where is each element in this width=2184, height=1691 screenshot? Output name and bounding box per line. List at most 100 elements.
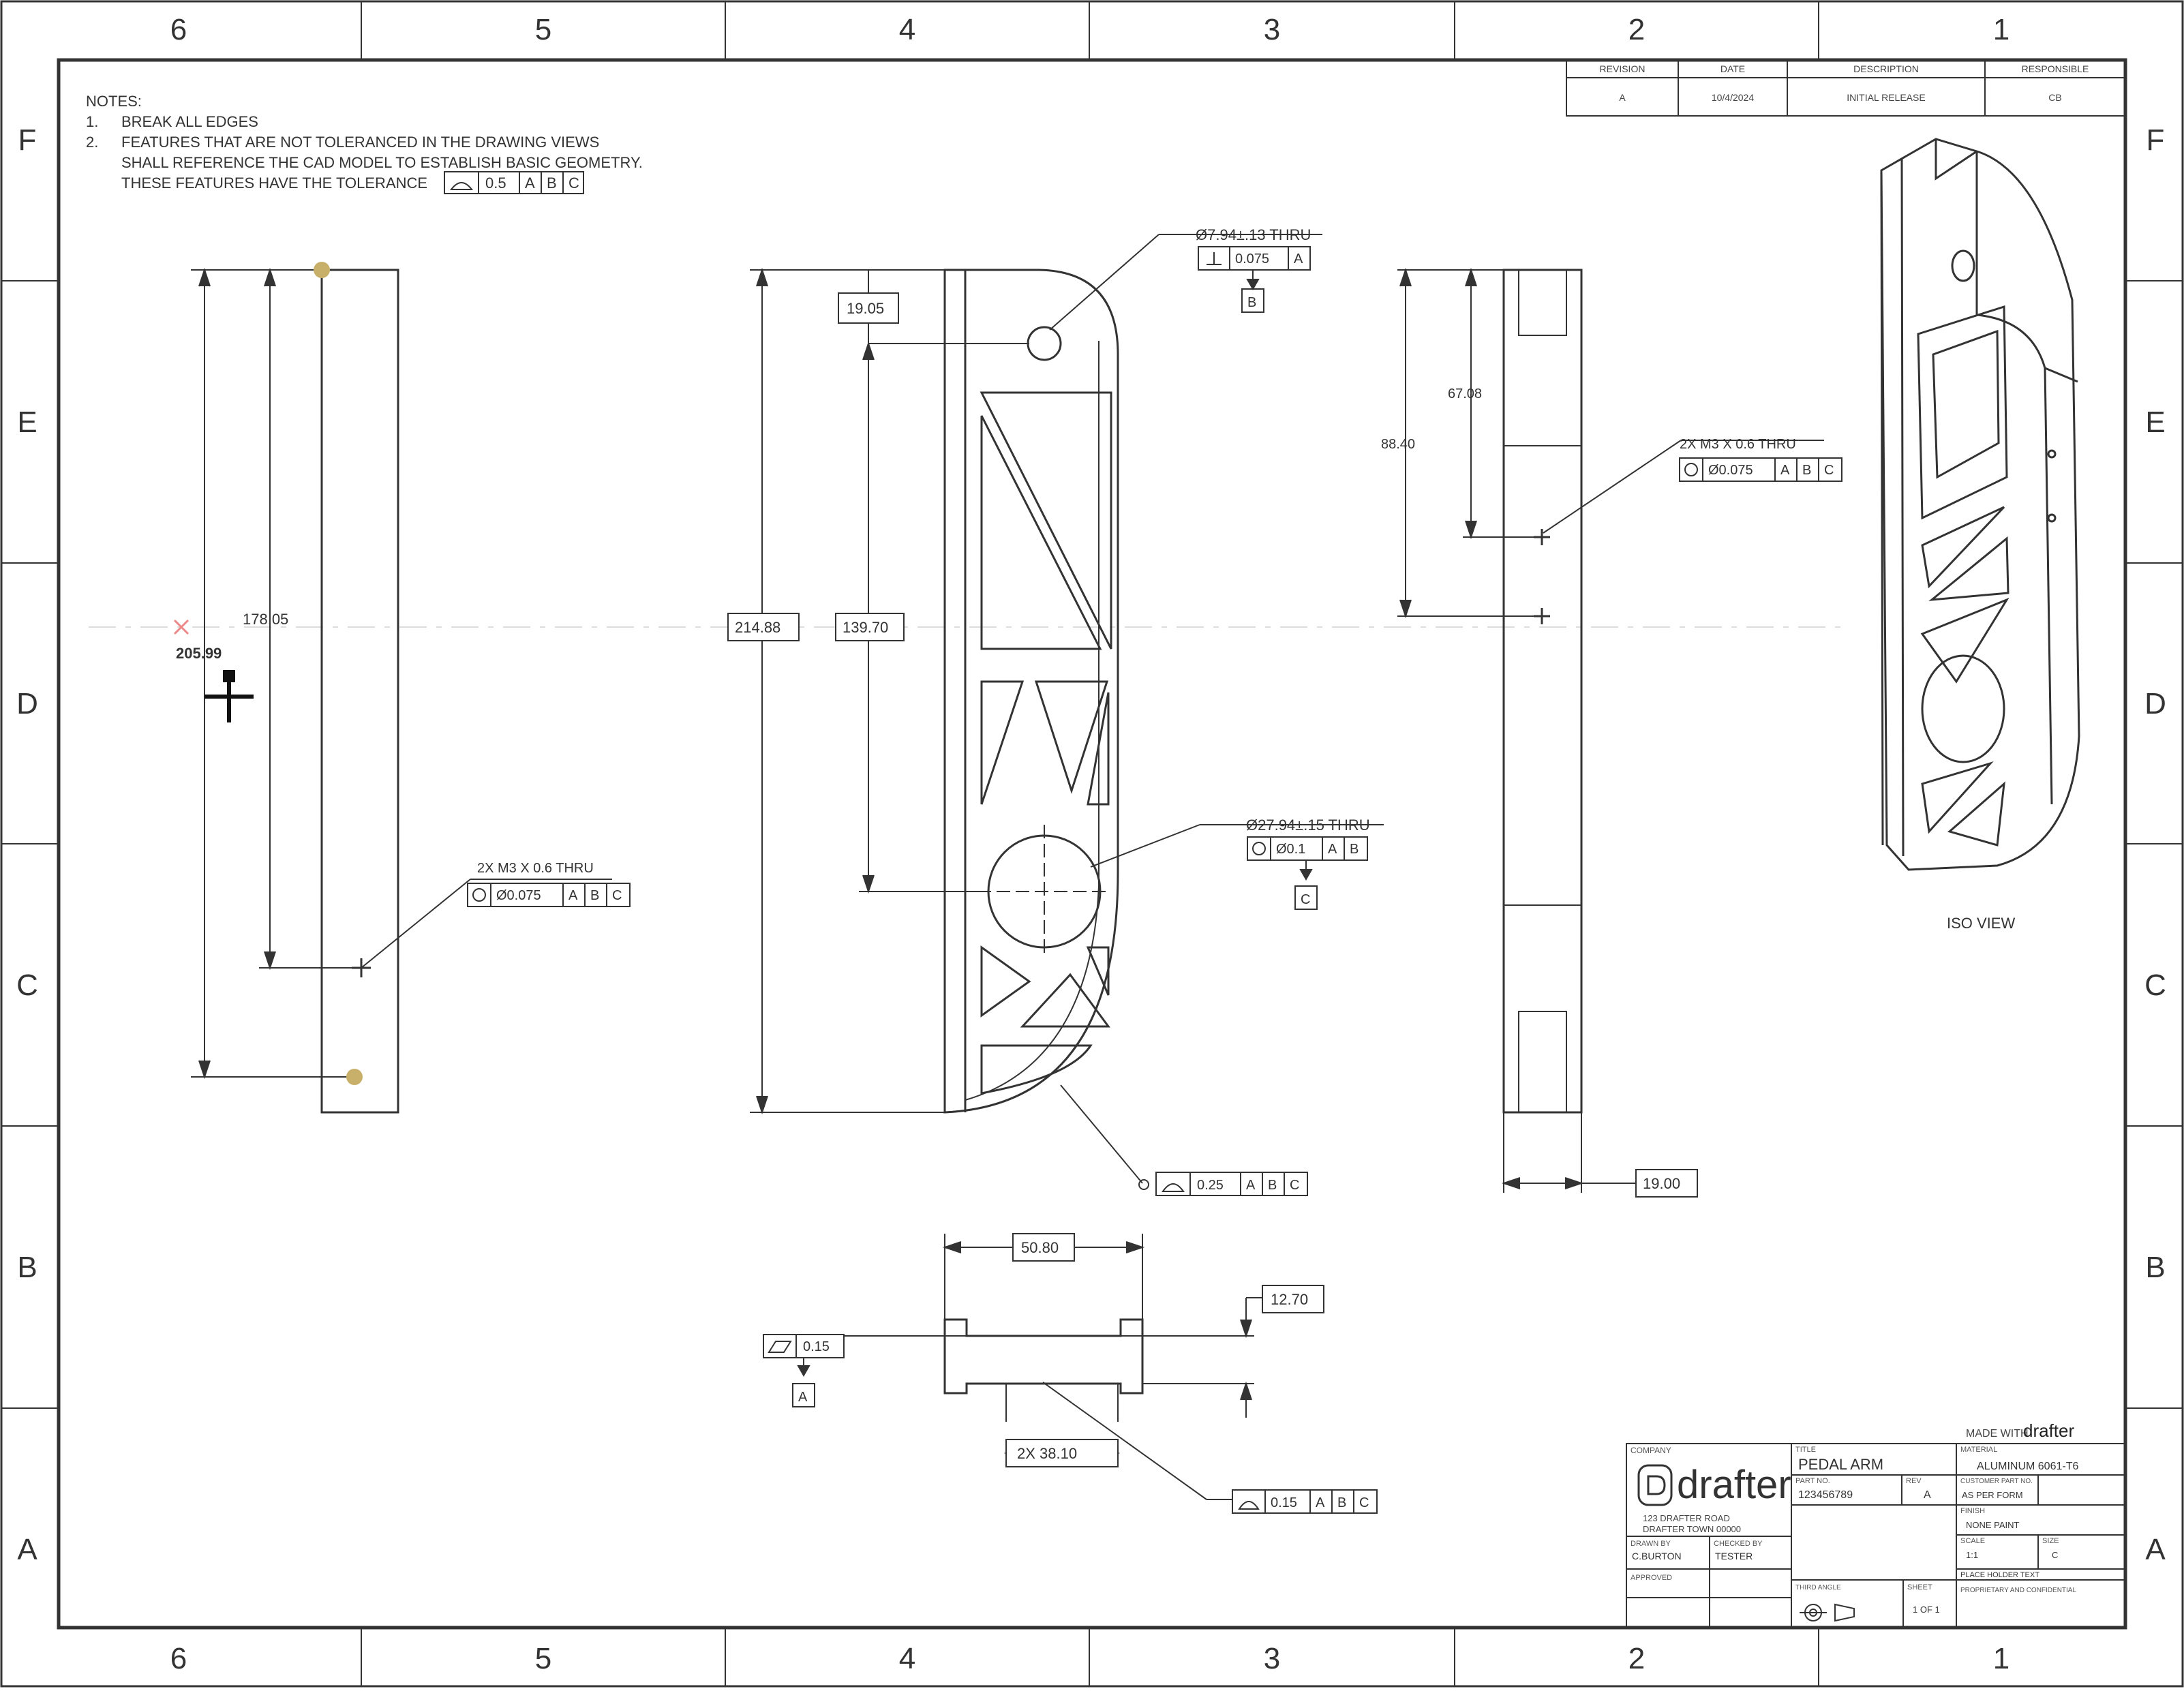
zone-col-bottom-5: 5: [535, 1642, 551, 1675]
front-dim-boxes[interactable]: [727, 292, 905, 641]
scale-value[interactable]: 1:1: [1966, 1550, 1978, 1560]
right-position-frame[interactable]: [1679, 457, 1842, 482]
profile-surface-icon: [449, 182, 474, 190]
front-view-dimension-lines: [750, 234, 1384, 1184]
front-profile-b: B: [1268, 1178, 1277, 1193]
drawn-by-value[interactable]: C.BURTON: [1632, 1551, 1682, 1561]
perpendicularity-icon: [1207, 252, 1222, 265]
checked-by-label: CHECKED BY: [1714, 1540, 1763, 1548]
zone-row-left-B: B: [17, 1251, 37, 1284]
front-view-outline[interactable]: [943, 269, 1119, 1114]
drawing-title[interactable]: PEDAL ARM: [1798, 1456, 1883, 1473]
left-view-body[interactable]: [320, 269, 399, 1114]
profile-surface-icon: [1162, 1183, 1185, 1192]
rev-cell-date: 10/4/2024: [1712, 92, 1754, 103]
notes-fcf-b: B: [547, 174, 557, 192]
right-view-body[interactable]: [1502, 269, 1583, 1114]
front-small-hole-callout[interactable]: Ø7.94±.13 THRU: [1196, 226, 1311, 243]
iso-view-label: ISO VIEW: [1947, 915, 2015, 932]
zone-col-bottom-3: 3: [1264, 1642, 1280, 1675]
customer-value[interactable]: AS PER FORM: [1962, 1490, 2023, 1500]
rev-cell-description: INITIAL RELEASE: [1847, 92, 1925, 103]
front-small-hole[interactable]: [1027, 326, 1062, 361]
rev-value[interactable]: A: [1924, 1489, 1931, 1501]
datum-a-label: A: [798, 1390, 808, 1405]
note-2-line-1: FEATURES THAT ARE NOT TOLERANCED IN THE …: [121, 134, 599, 151]
zone-col-bottom-4: 4: [899, 1642, 915, 1675]
bottom-view[interactable]: 50.80 12.70 2X 38.10 0.15 A 0.15 A B C: [763, 1233, 1378, 1514]
zone-col-bottom-1: 1: [1993, 1642, 2009, 1675]
right-dim-width-box[interactable]: [1635, 1169, 1698, 1198]
company-address-2: DRAFTER TOWN 00000: [1643, 1524, 1741, 1534]
drafter-logo: [1637, 1464, 1673, 1506]
right-dim-width[interactable]: 19.00: [1643, 1175, 1680, 1192]
bottom-flatness-value: 0.15: [803, 1339, 830, 1354]
title-block[interactable]: MADE WITH drafter COMPANY: [1626, 1420, 2126, 1628]
front-small-hole-fcf: 0.075: [1235, 252, 1269, 266]
iso-view-outline[interactable]: [1880, 138, 2080, 871]
iso-view[interactable]: [1880, 138, 2080, 871]
bottom-dim-height[interactable]: 12.70: [1271, 1291, 1308, 1308]
note-2-number: 2.: [86, 134, 98, 151]
right-dim-large[interactable]: 88.40: [1381, 437, 1415, 452]
left-dim-hole[interactable]: 178.05: [243, 611, 288, 628]
note-1-number: 1.: [86, 113, 98, 130]
rev-label: REV: [1906, 1477, 1922, 1485]
size-value[interactable]: C: [2052, 1550, 2058, 1560]
note-2-line-3: THESE FEATURES HAVE THE TOLERANCE: [121, 174, 427, 192]
front-small-hole-frame[interactable]: [1198, 246, 1311, 313]
size-label: SIZE: [2042, 1537, 2059, 1545]
zone-col-bottom-6: 6: [170, 1642, 187, 1675]
front-large-hole-frame[interactable]: [1247, 836, 1368, 910]
front-dim-top[interactable]: 19.05: [847, 300, 884, 317]
part-number[interactable]: 123456789: [1798, 1489, 1853, 1501]
zone-col-top-3: 3: [1264, 13, 1280, 46]
sheet-value[interactable]: 1 OF 1: [1913, 1604, 1940, 1615]
left-view-hole-mark: [352, 958, 371, 977]
left-dim-overall[interactable]: 205.99: [176, 645, 222, 662]
checked-by-value[interactable]: TESTER: [1715, 1551, 1753, 1561]
finish-value[interactable]: NONE PAINT: [1966, 1520, 2020, 1530]
right-side-view[interactable]: 88.40 67.08 2X M3 X 0.6 THRU Ø0.075 A B …: [1381, 267, 1842, 1198]
part-no-label: PART NO.: [1795, 1477, 1830, 1485]
company-address-1: 123 DRAFTER ROAD: [1643, 1513, 1730, 1523]
right-dim-small[interactable]: 67.08: [1448, 386, 1482, 401]
bottom-flatness-frame[interactable]: [763, 1334, 845, 1407]
flatness-icon: [768, 1341, 792, 1353]
right-hole-callout[interactable]: 2X M3 X 0.6 THRU: [1680, 437, 1796, 452]
right-view-hole-marks: [1534, 529, 1550, 624]
rev-header-revision: REVISION: [1600, 63, 1645, 74]
note-1-text: BREAK ALL EDGES: [121, 113, 258, 130]
bottom-dim-boxes[interactable]: [1005, 1233, 1324, 1467]
rev-header-date: DATE: [1720, 63, 1745, 74]
front-large-hole-callout[interactable]: Ø27.94±.15 THRU: [1246, 817, 1370, 834]
company-label: COMPANY: [1631, 1446, 1671, 1455]
left-hole-callout[interactable]: 2X M3 X 0.6 THRU: [477, 861, 594, 876]
material-value[interactable]: ALUMINUM 6061-T6: [1977, 1461, 2078, 1472]
revision-table[interactable]: REVISION DATE DESCRIPTION RESPONSIBLE A …: [1566, 59, 2126, 117]
drawn-by-label: DRAWN BY: [1631, 1540, 1671, 1548]
left-side-view[interactable]: 205.99 178.05 2X M3 X 0.6 THRU Ø0.075 A …: [173, 262, 631, 1114]
rev-header-description: DESCRIPTION: [1853, 63, 1919, 74]
zone-row-right-C: C: [2144, 969, 2166, 1002]
front-view[interactable]: 214.88 19.05 139.70 Ø7.94±.13 THRU 0.075…: [727, 226, 1384, 1196]
title-label: TITLE: [1795, 1446, 1816, 1454]
front-dim-center[interactable]: 139.70: [843, 619, 888, 636]
left-view-top-marker[interactable]: [314, 262, 330, 278]
bottom-dim-top[interactable]: 50.80: [1021, 1239, 1059, 1256]
bottom-dim-bottom[interactable]: 2X 38.10: [1017, 1445, 1077, 1462]
notes-tolerance-frame: [444, 171, 584, 194]
approved-label: APPROVED: [1631, 1574, 1672, 1582]
zone-row-left-F: F: [18, 123, 37, 157]
bottom-profile-frame[interactable]: [1232, 1489, 1378, 1514]
sheet-label: SHEET: [1907, 1583, 1932, 1591]
right-view-dimension-lines: [1397, 267, 1824, 1189]
front-profile-frame[interactable]: [1138, 1172, 1308, 1196]
notes-block[interactable]: NOTES: 1. BREAK ALL EDGES 2. FEATURES TH…: [86, 93, 643, 194]
left-view-bottom-marker[interactable]: [346, 1069, 363, 1085]
front-view-ribs: [980, 391, 1112, 1095]
front-dim-overall[interactable]: 214.88: [735, 619, 780, 636]
left-position-frame[interactable]: [467, 883, 631, 907]
